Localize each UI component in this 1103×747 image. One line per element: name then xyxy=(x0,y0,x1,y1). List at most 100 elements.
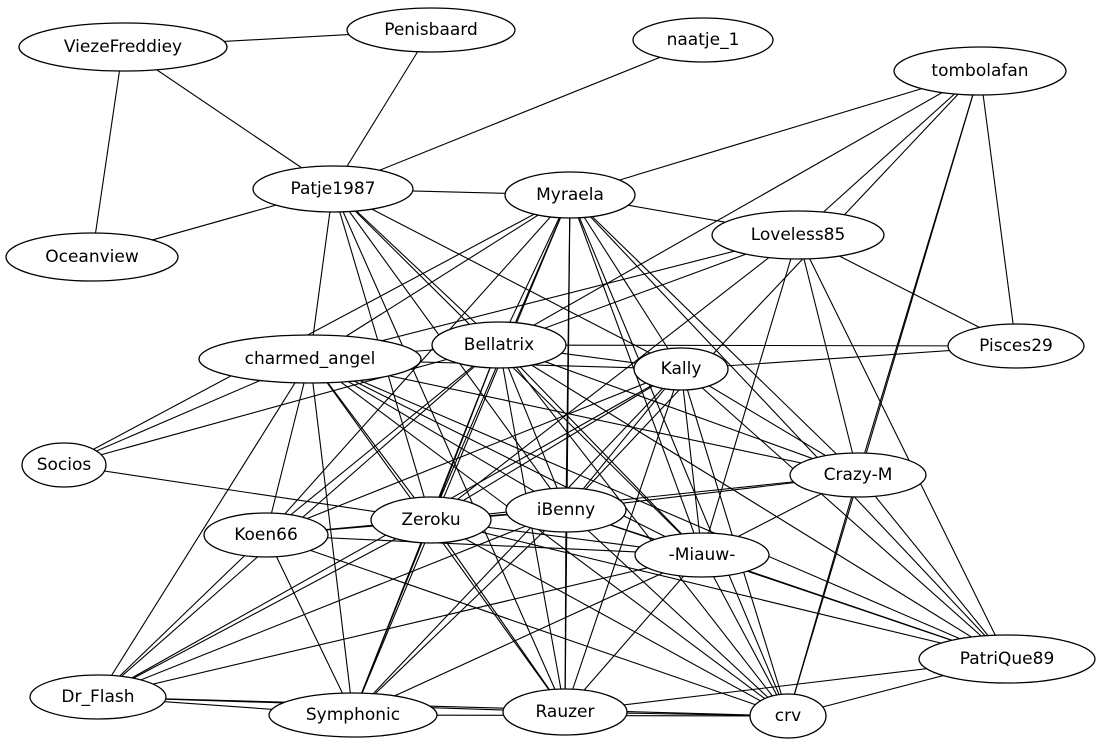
edge--Miauw--Dr_Flash xyxy=(97,554,703,698)
edge-iBenny-Dr_Flash xyxy=(97,509,567,698)
node-Bellatrix: Bellatrix xyxy=(431,321,567,369)
node-label: charmed_angel xyxy=(245,349,376,369)
edge-Loveless85-PatriQue89 xyxy=(797,234,1008,660)
edge-tombolafan-Loveless85 xyxy=(797,70,981,236)
edge-charmed_angel-Zeroku xyxy=(309,358,432,521)
edge-Bellatrix-Socios xyxy=(63,344,500,466)
edge-Zeroku-crv xyxy=(430,519,789,717)
edge-Bellatrix--Miauw- xyxy=(498,344,703,556)
edge-Patje1987-Bellatrix xyxy=(332,188,500,346)
node-ellipse xyxy=(789,452,927,498)
node-label: tombolafan xyxy=(931,61,1028,81)
edge-Crazy-M-Zeroku xyxy=(430,474,859,521)
node-label: ViezeFreddiey xyxy=(64,37,182,57)
node-Kally: Kally xyxy=(633,347,729,391)
edge-Kally-Rauzer xyxy=(564,368,682,713)
node-label: Pisces29 xyxy=(979,336,1053,356)
edge-ViezeFreddiey-Oceanview xyxy=(91,46,124,258)
edge-Koen66--Miauw- xyxy=(265,534,703,556)
edge-Myraela-Bellatrix xyxy=(498,194,571,346)
node-ellipse xyxy=(918,634,1096,684)
edge-tombolafan-Pisces29 xyxy=(979,70,1017,347)
node-label: Socios xyxy=(37,455,92,475)
node-ellipse xyxy=(370,496,492,544)
edge-charmed_angel-Dr_Flash xyxy=(97,358,311,698)
node-Dr_Flash: Dr_Flash xyxy=(29,674,167,720)
node-Zeroku: Zeroku xyxy=(370,496,492,544)
edge--Miauw--Symphonic xyxy=(352,554,703,716)
node-label: Rauzer xyxy=(535,702,594,722)
node-Koen66: Koen66 xyxy=(203,512,329,558)
node-ellipse xyxy=(633,347,729,391)
node-naatje_1: naatje_1 xyxy=(632,17,774,63)
edge-Patje1987--Miauw- xyxy=(332,188,703,556)
node-label: Dr_Flash xyxy=(61,687,134,707)
edge-Kally-iBenny xyxy=(565,368,682,511)
node-ellipse xyxy=(21,442,107,488)
node-Penisbaard: Penisbaard xyxy=(346,7,516,53)
edge-Loveless85--Miauw- xyxy=(701,234,799,556)
node-label: -Miauw- xyxy=(669,545,736,565)
node-Patje1987: Patje1987 xyxy=(252,165,414,213)
edge-Socios-Zeroku xyxy=(63,464,432,521)
node-iBenny: iBenny xyxy=(505,487,627,533)
node-layer: ViezeFreddiey Penisbaard naatje_1 tombolafa… xyxy=(5,7,1096,739)
edge-Kally--Miauw- xyxy=(680,368,703,556)
node-ellipse xyxy=(203,512,329,558)
edge-Myraela-crv xyxy=(569,194,789,717)
node-ellipse xyxy=(268,692,438,738)
node-ellipse xyxy=(29,674,167,720)
edge-Zeroku-Dr_Flash xyxy=(97,519,432,698)
node-ellipse xyxy=(749,693,827,739)
edge-Zeroku-Rauzer xyxy=(430,519,566,713)
edge-Koen66-Symphonic xyxy=(265,534,354,716)
node-ellipse xyxy=(947,323,1085,369)
node-label: crv xyxy=(775,706,801,726)
node-crv: crv xyxy=(749,693,827,739)
node-ellipse xyxy=(346,7,516,53)
node-Pisces29: Pisces29 xyxy=(947,323,1085,369)
node-label: Kally xyxy=(661,359,702,379)
node-label: Patje1987 xyxy=(290,179,375,199)
edge-Bellatrix-Koen66 xyxy=(265,344,500,536)
edge-naatje_1-Patje1987 xyxy=(332,39,704,190)
node-label: Bellatrix xyxy=(464,335,534,355)
edge-Myraela-Socios xyxy=(63,194,571,466)
node-label: PatriQue89 xyxy=(960,649,1055,669)
edge-tombolafan-Myraela xyxy=(569,70,981,196)
node-tombolafan: tombolafan xyxy=(893,46,1067,96)
node-ellipse xyxy=(18,22,228,72)
node-label: Symphonic xyxy=(306,705,400,725)
edge-Loveless85-Crazy-M xyxy=(797,234,859,476)
edge-Kally-PatriQue89 xyxy=(680,368,1008,660)
node-charmed_angel: charmed_angel xyxy=(198,334,422,384)
node-ellipse xyxy=(893,46,1067,96)
node-ellipse xyxy=(505,487,627,533)
edge-Kally-Koen66 xyxy=(265,368,682,536)
node-Rauzer: Rauzer xyxy=(502,688,628,736)
node-ellipse xyxy=(634,532,770,578)
edge-Crazy-M-crv xyxy=(787,474,859,717)
node-label: Penisbaard xyxy=(384,20,478,40)
edge-Koen66-Dr_Flash xyxy=(97,534,267,698)
edge-Loveless85-charmed_angel xyxy=(309,234,799,360)
node-ellipse xyxy=(502,688,628,736)
node-ellipse xyxy=(252,165,414,213)
edge-Zeroku-PatriQue89 xyxy=(430,519,1008,660)
edge-Myraela-Symphonic xyxy=(352,194,571,716)
node-Loveless85: Loveless85 xyxy=(711,210,885,260)
edge-Myraela-Crazy-M xyxy=(569,194,859,476)
edge-iBenny-crv xyxy=(565,509,789,717)
edge-Dr_Flash-crv xyxy=(97,696,789,717)
node-label: Oceanview xyxy=(45,247,139,267)
node-ellipse xyxy=(504,171,636,219)
node-ViezeFreddiey: ViezeFreddiey xyxy=(18,22,228,72)
node-Crazy-M: Crazy-M xyxy=(789,452,927,498)
edge-Bellatrix-Crazy-M xyxy=(498,344,859,476)
node-ellipse xyxy=(632,17,774,63)
node-label: iBenny xyxy=(537,500,595,520)
edge-Kally-Zeroku xyxy=(430,368,682,521)
node-label: Myraela xyxy=(536,185,604,205)
node-Myraela: Myraela xyxy=(504,171,636,219)
